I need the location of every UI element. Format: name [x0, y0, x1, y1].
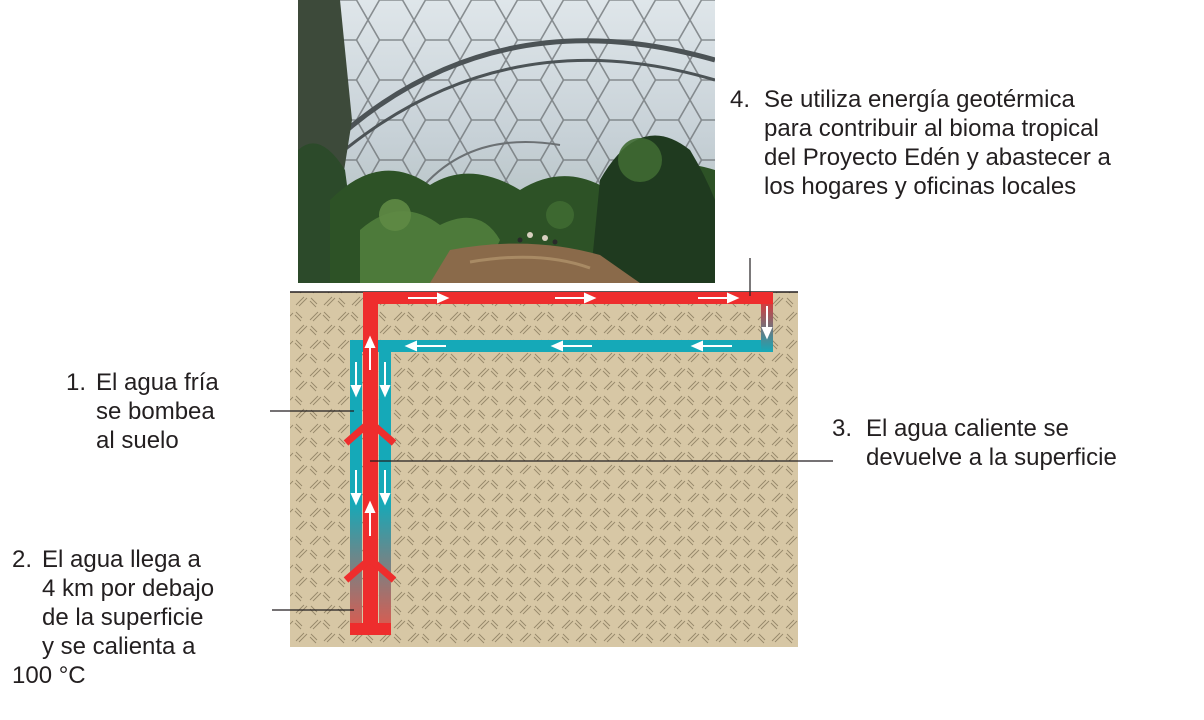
flow-arrows	[350, 292, 773, 536]
step-4-line-3: del Proyecto Edén y abastecer a	[764, 144, 1111, 171]
step-2-line-1: El agua llega a	[42, 546, 201, 573]
step-3-label: 3. El agua caliente se devuelve a la sup…	[832, 414, 1117, 472]
biome-photo	[298, 0, 715, 283]
step-4-label: 4. Se utiliza energía geotérmica para co…	[730, 85, 1111, 201]
step-2-line-5: 100 °C	[12, 662, 86, 689]
step-3-line-1: El agua caliente se	[866, 415, 1069, 442]
step-4-line-4: los hogares y oficinas locales	[764, 173, 1077, 200]
step-1-line-3: al suelo	[96, 427, 179, 454]
step-1-line-1: El agua fría	[96, 369, 219, 396]
step-4-line-1: Se utiliza energía geotérmica	[764, 86, 1075, 113]
chevron-marker-lower	[343, 555, 397, 583]
step-1-label: 1. El agua fría se bombea al suelo	[66, 368, 219, 455]
step-3-line-2: devuelve a la superficie	[866, 444, 1117, 471]
step-1-line-2: se bombea	[96, 398, 215, 425]
step-4-number: 4.	[730, 86, 751, 113]
chevron-marker-upper	[343, 418, 397, 446]
step-2-line-2: 4 km por debajo	[42, 575, 215, 602]
leader-lines	[270, 258, 833, 611]
step-2-line-4: y se calienta a	[42, 633, 196, 660]
step-1-number: 1.	[66, 369, 87, 396]
step-2-label: 2. El agua llega a 4 km por debajo de la…	[12, 545, 214, 690]
step-2-line-3: de la superficie	[42, 604, 204, 631]
step-3-number: 3.	[832, 415, 853, 442]
step-4-line-2: para contribuir al bioma tropical	[764, 115, 1099, 142]
step-2-number: 2.	[12, 546, 33, 573]
